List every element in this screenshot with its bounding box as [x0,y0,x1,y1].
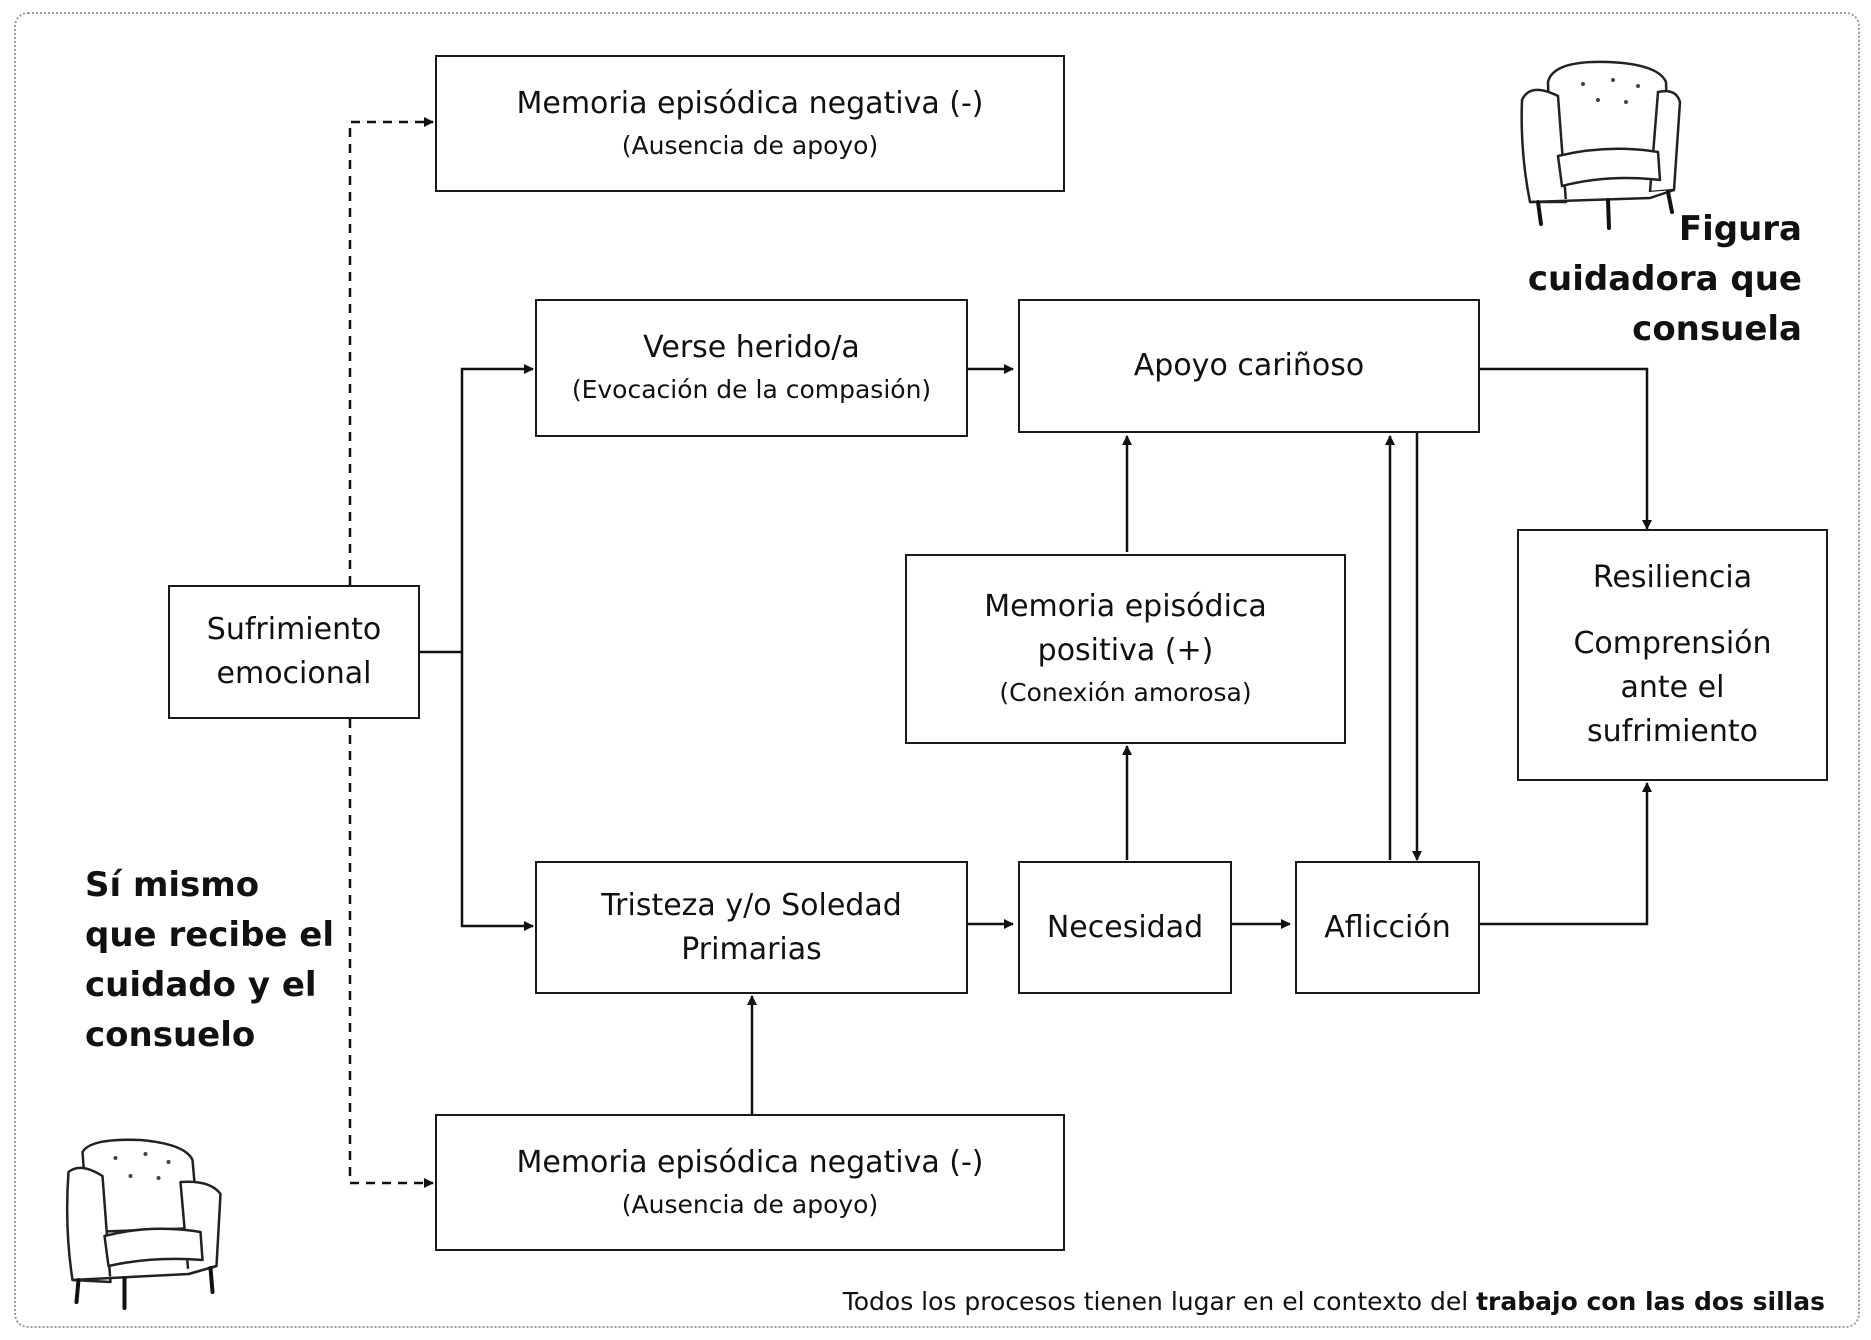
footnote-text: Todos los procesos tienen lugar en el co… [842,1287,1477,1316]
box-sufrimiento-emocional: Sufrimiento emocional [168,585,420,719]
box-subtitle: (Ausencia de apoyo) [621,1189,879,1219]
self-label-line: que recibe el [85,915,335,955]
box-subtitle: (Conexión amorosa) [999,678,1252,707]
box-resiliencia: Resiliencia Comprensión ante el sufrimie… [1517,529,1828,781]
caregiver-label: Figura cuidadora que consuela [1528,204,1802,354]
self-label-line: Sí mismo [85,865,260,905]
box-title: Apoyo cariñoso [1133,348,1365,383]
caregiver-label-line: consuela [1632,309,1802,349]
box-memoria-negativa-bottom: Memoria episódica negativa (-) (Ausencia… [435,1114,1065,1251]
box-line: Memoria episódica [984,589,1267,624]
box-apoyo-carinoso: Apoyo cariñoso [1018,299,1480,433]
self-label: Sí mismo que recibe el cuidado y el cons… [85,860,334,1060]
self-label-line: consuelo [85,1015,256,1055]
box-line: Sufrimiento [206,612,382,647]
arrow-sufrimiento-to-verse [420,364,534,654]
footnote-bold-text: trabajo con las dos sillas [1476,1287,1825,1316]
box-line: emocional [216,656,372,691]
box-line: positiva (+) [1037,633,1214,668]
box-necesidad: Necesidad [1018,861,1232,994]
box-memoria-positiva: Memoria episódica positiva (+) (Conexión… [905,554,1346,744]
dashed-arrow-to-mem-neg-bottom [348,719,434,1188]
box-afliccion: Aflicción [1295,861,1480,994]
box-title: Necesidad [1046,909,1204,945]
box-line: Primarias [681,931,822,967]
armchair-icon [1520,60,1682,230]
box-title: Verse herido/a [643,330,860,365]
self-label-line: cuidado y el [85,965,317,1005]
box-title: Memoria episódica negativa (-) [516,1144,984,1180]
box-line: sufrimiento [1586,714,1759,749]
arrow-afliccion-to-resiliencia [1480,782,1652,926]
dashed-arrow-to-mem-neg-top [348,117,434,585]
box-title: Resiliencia [1592,560,1753,595]
arrow-apoyo-to-resiliencia [1480,367,1652,530]
footnote: Todos los procesos tienen lugar en el co… [843,1287,1825,1316]
box-memoria-negativa-top: Memoria episódica negativa (-) (Ausencia… [435,55,1065,192]
box-title: Memoria episódica negativa (-) [516,85,984,121]
arrow-sufrimiento-to-tristeza [460,652,534,931]
box-line: ante el [1620,670,1725,705]
box-title: Aflicción [1324,909,1451,945]
box-verse-herido: Verse herido/a (Evocación de la compasió… [535,299,968,437]
armchair-icon [65,1138,222,1310]
box-tristeza-soledad: Tristeza y/o Soledad Primarias [535,861,968,994]
caregiver-label-line: Figura [1678,209,1802,249]
box-line: Tristeza y/o Soledad [601,887,902,923]
box-subtitle: (Ausencia de apoyo) [621,130,879,160]
caregiver-label-line: cuidadora que [1527,259,1802,299]
box-line: Comprensión [1573,626,1772,661]
box-subtitle: (Evocación de la compasión) [571,375,932,404]
dotted-frame [14,12,1860,1328]
